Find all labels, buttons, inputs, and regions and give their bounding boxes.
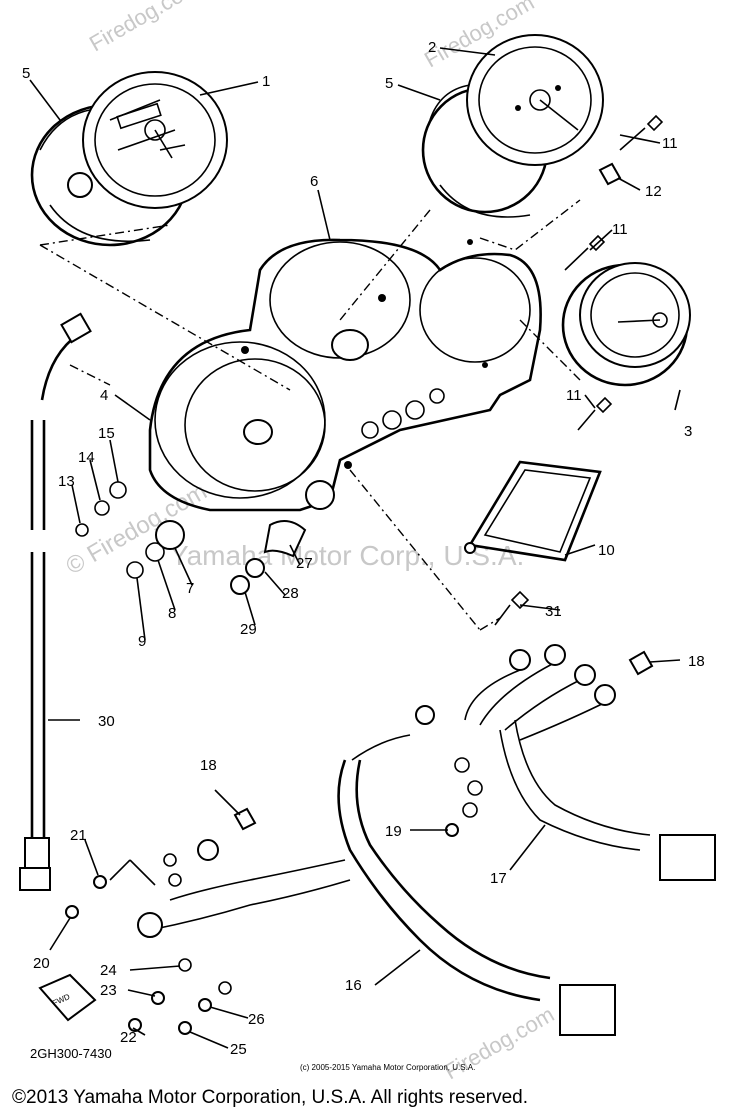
- part-label-18b: 18: [200, 757, 217, 774]
- part-label-5b: 5: [385, 75, 393, 92]
- part-label-18a: 18: [688, 653, 705, 670]
- part-label-6: 6: [310, 173, 318, 190]
- wire-harness: [65, 644, 716, 1036]
- part-label-29: 29: [240, 621, 257, 638]
- part-label-16: 16: [345, 977, 362, 994]
- part-label-27: 27: [296, 555, 313, 572]
- indicator-lens: [464, 460, 602, 562]
- part-label-10: 10: [598, 542, 615, 559]
- part-label-23: 23: [100, 982, 117, 999]
- part-label-11b: 11: [612, 221, 628, 238]
- washers-and-nuts: [75, 481, 307, 595]
- part-label-25: 25: [230, 1041, 247, 1058]
- part-label-30: 30: [98, 713, 115, 730]
- part-label-19: 19: [385, 823, 402, 840]
- gauge-3-assembly: [561, 262, 691, 387]
- speedometer-cable: [19, 312, 92, 891]
- part-label-28: 28: [282, 585, 299, 602]
- part-label-4: 4: [100, 387, 108, 404]
- part-label-7: 7: [186, 580, 194, 597]
- part-label-13: 13: [58, 473, 75, 490]
- part-label-11c: 11: [566, 387, 582, 404]
- leader-lines: [29, 47, 681, 1049]
- part-label-3: 3: [684, 423, 692, 440]
- screws: [494, 114, 664, 626]
- watermark-firedog-top: Firedog.com: [85, 0, 203, 56]
- part-label-26: 26: [248, 1011, 265, 1028]
- meter-housing: [148, 238, 542, 512]
- part-label-24: 24: [100, 962, 117, 979]
- part-label-9: 9: [138, 633, 146, 650]
- fwd-arrow: FWD: [38, 973, 97, 1022]
- diagram-code: 2GH300-7430: [30, 1046, 112, 1061]
- part-label-2: 2: [428, 39, 436, 56]
- speedometer-assembly: [30, 71, 228, 247]
- small-copyright: (c) 2005-2015 Yamaha Motor Corporation, …: [300, 1063, 475, 1072]
- part-label-20: 20: [33, 955, 50, 972]
- part-label-8: 8: [168, 605, 176, 622]
- part-label-5: 5: [22, 65, 30, 82]
- part-number-labels: 5 1 2 5 11 12 6 11 11 3 4 15 14 13 10 27…: [22, 39, 705, 1058]
- part-label-12: 12: [645, 183, 662, 200]
- part-label-31: 31: [545, 603, 562, 620]
- part-label-21: 21: [70, 827, 87, 844]
- part-label-17: 17: [490, 870, 507, 887]
- part-label-22: 22: [120, 1029, 137, 1046]
- part-label-11a: 11: [662, 135, 678, 152]
- part-label-14: 14: [78, 449, 95, 466]
- tachometer-assembly: [421, 34, 604, 218]
- part-label-15: 15: [98, 425, 115, 442]
- footer-copyright: ©2013 Yamaha Motor Corporation, U.S.A. A…: [12, 1087, 528, 1108]
- part-label-1: 1: [262, 73, 270, 90]
